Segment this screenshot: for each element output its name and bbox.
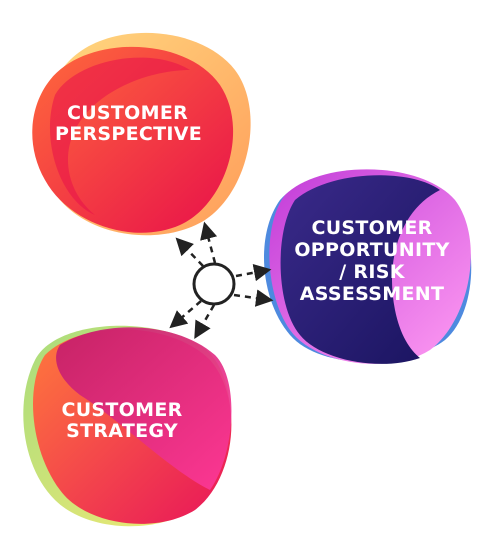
opportunity-blob bbox=[263, 169, 472, 364]
opportunity-label: CUSTOMER OPPORTUNITY / RISK ASSESSMENT bbox=[287, 217, 457, 305]
arrow-right-upper bbox=[235, 263, 272, 282]
opportunity-label-line-4: ASSESSMENT bbox=[299, 282, 445, 305]
arrow-up bbox=[200, 221, 218, 264]
arrow-up-left bbox=[175, 237, 204, 267]
opportunity-label-line-2: OPPORTUNITY bbox=[294, 238, 450, 261]
perspective-label-line-2: PERSPECTIVE bbox=[55, 123, 203, 146]
perspective-label: CUSTOMER PERSPECTIVE bbox=[55, 102, 203, 146]
strategy-blob bbox=[23, 325, 232, 527]
opportunity-label-line-1: CUSTOMER bbox=[311, 217, 433, 239]
perspective-blob bbox=[32, 32, 251, 236]
arrow-down-left bbox=[169, 300, 202, 329]
arrow-down bbox=[194, 304, 216, 340]
arrow-right-lower bbox=[233, 289, 274, 307]
opportunity-label-line-3: / RISK bbox=[339, 260, 405, 283]
strategy-label-line-1: CUSTOMER bbox=[61, 399, 183, 421]
perspective-label-line-1: CUSTOMER bbox=[66, 102, 189, 124]
hub-circle-icon bbox=[192, 262, 236, 306]
strategy-label-line-2: STRATEGY bbox=[66, 420, 178, 443]
strategy-label: CUSTOMER STRATEGY bbox=[52, 399, 192, 443]
hub-arrows bbox=[169, 221, 274, 340]
